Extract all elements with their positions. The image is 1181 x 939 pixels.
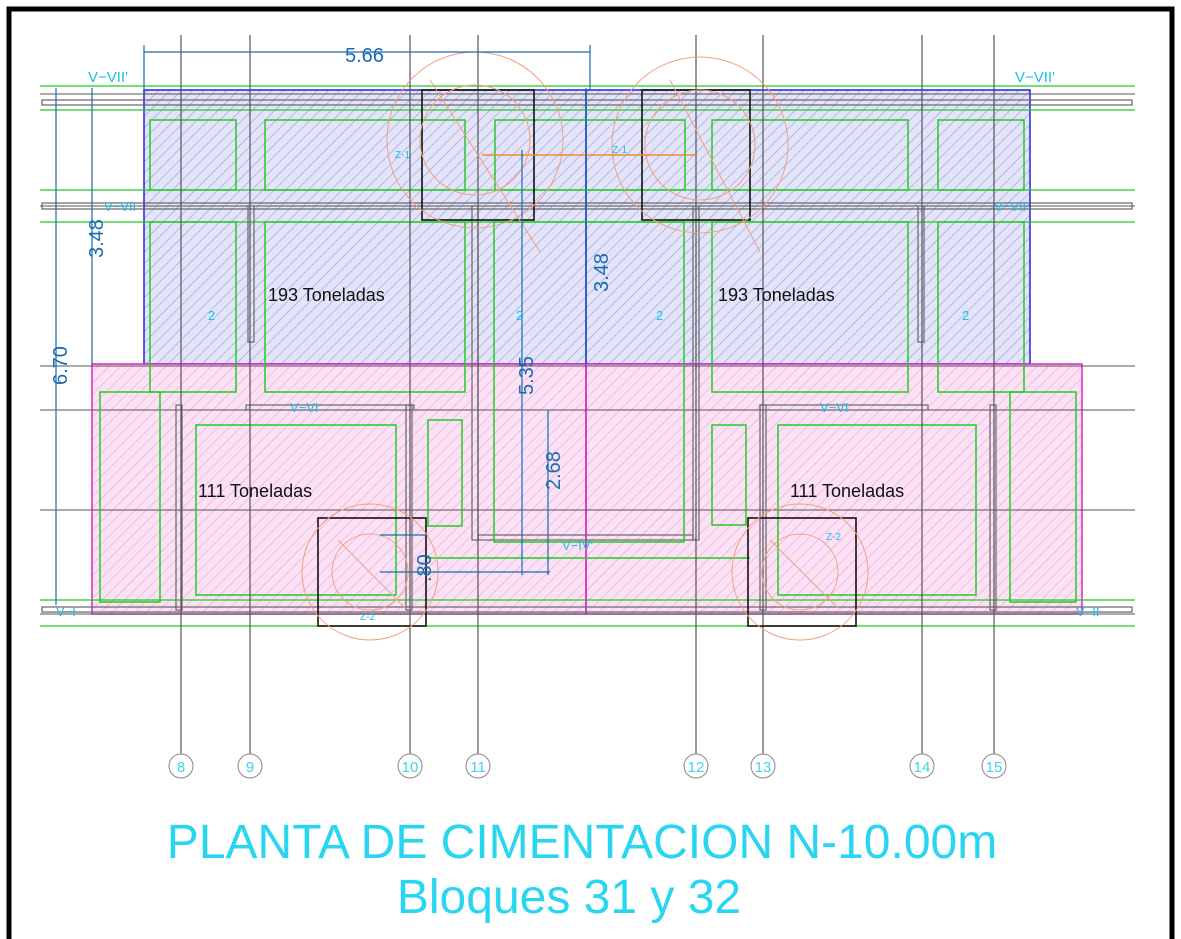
axis-bubble-label: 11 xyxy=(470,759,486,776)
axis-bubble-label: 15 xyxy=(986,759,1003,776)
axis-bubbles xyxy=(168,753,1007,779)
axis-lines-horizontal xyxy=(40,93,1135,615)
load-upper-right: 193 Toneladas xyxy=(718,285,835,305)
slab-mark: 2 xyxy=(516,308,523,323)
upper-block-area xyxy=(143,89,1031,365)
dim-small-offset: .80 xyxy=(414,554,436,582)
axis-bubble-label: 14 xyxy=(914,759,931,776)
slab-mark: 2 xyxy=(962,308,969,323)
dim-height-mid: 3.48 xyxy=(591,253,613,292)
beam-label-top-left: V−VII' xyxy=(88,69,128,86)
dim-height-left: 3.48 xyxy=(86,219,108,258)
load-lower-left: 111 Toneladas xyxy=(198,481,312,501)
dim-lower-height: 2.68 xyxy=(543,451,565,490)
footing-label-z2: Z-2 xyxy=(360,612,375,623)
beam-label-mid-right: V−VII xyxy=(994,199,1026,214)
drawing-title: PLANTA DE CIMENTACION N-10.00m xyxy=(167,816,997,869)
dimension-lines xyxy=(55,45,591,605)
dim-top-width: 5.66 xyxy=(345,45,384,67)
beam-label-bottom-left: V−I xyxy=(56,604,76,619)
footing-label-z1: Z-1 xyxy=(395,150,410,161)
slab-mark: 2 xyxy=(656,308,663,323)
dim-center-height: 5.35 xyxy=(516,356,538,395)
beam-label-top-right: V−VII' xyxy=(1015,69,1055,86)
slab-mark: 2 xyxy=(208,308,215,323)
beam-label-lower-left: V−VI xyxy=(290,400,319,415)
axis-bubble-label: 12 xyxy=(688,759,705,776)
axis-bubble-label: 13 xyxy=(755,759,772,776)
beam-label-center-lower: V−IV' xyxy=(562,538,593,553)
axis-bubble-label: 9 xyxy=(246,759,254,776)
dim-total-height: 6.70 xyxy=(50,346,72,385)
load-lower-right: 111 Toneladas xyxy=(790,481,904,501)
beam-label-mid-left: V−VII xyxy=(104,199,136,214)
drawing-subtitle: Bloques 31 y 32 xyxy=(397,871,741,924)
beam-label-bottom-right: V−II xyxy=(1076,604,1100,619)
beam-label-lower-right: V−VI xyxy=(820,400,849,415)
drawing-border xyxy=(6,6,1175,939)
footing-label-z2b: Z-2 xyxy=(826,532,841,543)
load-upper-left: 193 Toneladas xyxy=(268,285,385,305)
lower-block-area xyxy=(91,363,1083,615)
footing-label-z1b: Z-1 xyxy=(612,145,627,156)
axis-bubble-label: 10 xyxy=(402,759,419,776)
axis-bubble-label: 8 xyxy=(177,759,185,776)
